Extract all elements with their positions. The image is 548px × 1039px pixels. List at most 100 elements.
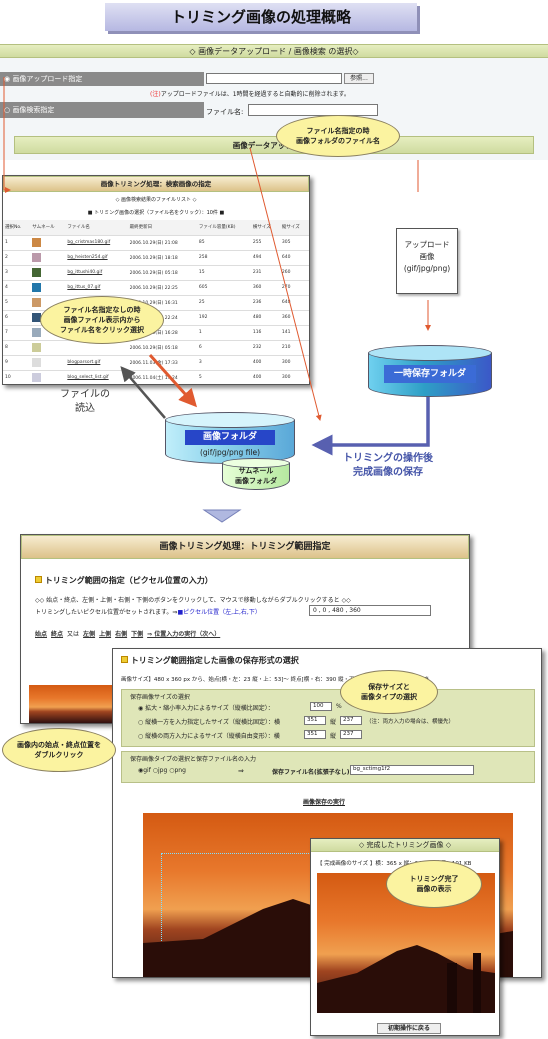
upload-option[interactable]: ◉ 画像アップロード指定 [0,72,204,86]
callout-double-click: 画像内の始点・終点位置を ダブルクリック [2,728,116,772]
cell: 360 [250,280,280,296]
callout-filename: ファイル名指定の時 画像フォルダのファイル名 [276,115,400,157]
done-panel-title: ◇ 完成したトリミング画像 ◇ [311,839,499,852]
column-header: ファイル名 [65,220,128,236]
cell: 2006.10.29(日) 05:18 [127,340,197,356]
cell: 2006.11.04(土) 17:24 [127,370,197,384]
image-folder-title: 画像フォルダ [185,430,275,445]
height-input-1[interactable]: 237 [340,716,362,725]
note-label: (注) [150,91,161,98]
browse-button[interactable]: 参照... [344,73,374,84]
type-gif[interactable]: ◉gif [138,767,151,774]
thumbnail [30,250,66,266]
search-option[interactable]: ○ 画像検索指定 [0,102,204,118]
cell: 6 [3,310,31,326]
filename-input[interactable] [248,104,378,116]
upload-option-label: 画像アップロード指定 [12,75,83,83]
file-link[interactable]: bg_ittus_07.gif [65,280,128,296]
file-link[interactable]: bg_heisten254.gif [65,250,128,266]
temp-folder-icon: 一時保存フォルダ [368,345,492,397]
upload-file-input[interactable] [206,73,342,84]
radio-icon[interactable]: ◉ [4,75,11,83]
scale-input[interactable]: 100 [310,702,332,711]
type-arrow: ⇒ [238,767,244,775]
size-option-one-side-label: 縦横一方を入力指定したサイズ（縦横比固定）：横 [145,719,280,726]
column-header: ファイル容量(KB) [196,220,251,236]
cell: 2 [3,250,31,266]
size-option-one-side[interactable]: ○ 縦横一方を入力指定したサイズ（縦横比固定）：横 [138,719,280,726]
cell: 605 [196,280,251,296]
search-panel-title: 画像トリミング処理：検索画像の指定 [3,176,309,192]
save-execute-button[interactable]: 画像保存の実行 [303,799,346,806]
callout-done: トリミング完了 画像の表示 [386,860,482,908]
bottom-button[interactable]: 下側 [131,631,144,638]
page-title: トリミング画像の処理概略 [105,3,417,31]
size-option-both-label: 縦横の両方入力によるサイズ（縦横自由変形）：横 [145,733,280,740]
save-label-line2: 完成画像の保存 [353,467,423,478]
column-header: サムネール [30,220,66,236]
cell: 255 [250,235,280,251]
cell: 9 [3,355,31,371]
end-point-button[interactable]: 終点 [51,631,64,638]
height-input-2[interactable]: 237 [340,730,362,739]
position-execute-button[interactable]: ⇒ 位置入力の実行（次へ） [147,631,221,638]
type-section-label: 保存画像タイプの選択と保存ファイル名の入力 [130,756,257,763]
right-button[interactable]: 右側 [115,631,128,638]
save-panel-title-label: トリミング範囲指定した画像の保存形式の選択 [130,656,299,665]
cell: 192 [196,310,251,326]
file-link[interactable]: blog_select_list.gif [65,370,128,384]
filename-save-label: 保存ファイル名(拡張子なし)： [272,769,356,776]
cell: 1 [3,235,31,251]
width-input-1[interactable]: 351 [304,716,326,725]
cell: 25 [196,295,251,311]
cell: 3 [3,265,31,281]
size-option-both[interactable]: ○ 縦横の両方入力によるサイズ（縦横自由変形）：横 [138,733,280,740]
type-radio-group: ◉gif ○jpg ○png [138,767,186,774]
radio-icon[interactable]: ○ [4,106,11,114]
cell: 360 [279,310,309,326]
size-option-scale[interactable]: ◉ 拡大・縮小率入力によるサイズ（縦横比固定）： [138,705,274,712]
file-link[interactable]: bg_ittushi40.gif [65,265,128,281]
cell: 480 [250,310,280,326]
top-button[interactable]: 上側 [99,631,112,638]
pixel-position-input[interactable]: 0 , 0 , 480 , 360 [309,605,431,616]
cell: 258 [196,250,251,266]
cell: 1 [196,325,251,341]
size-options-box: 保存画像サイズの選択 ◉ 拡大・縮小率入力によるサイズ（縦横比固定）： 100 … [121,689,535,747]
down-arrow [202,509,242,523]
upload-submit-button[interactable]: 画像データアップロード [14,136,534,154]
cell: 2006.10.29(日) 22:25 [127,280,197,296]
thumbnail-folder-line1: サムネール [238,467,274,475]
cell: 2006.10.29(日) 05:18 [127,265,197,281]
file-link[interactable]: blogparsort.gif [65,355,128,371]
cell: 494 [250,250,280,266]
cell: 300 [279,370,309,384]
save-filename-input[interactable]: bg_sctimg1f2 [350,765,474,775]
back-to-initial-button[interactable]: 初期操作に戻る [377,1023,441,1034]
column-header: 縦サイズ [279,220,309,236]
mountain-silhouette [317,945,495,1013]
trim-section-title: トリミング範囲の指定（ピクセル位置の入力） [35,575,213,586]
column-header: 横サイズ [250,220,280,236]
cell: 5 [196,370,251,384]
file-link[interactable]: bg_cristmas180.gif [65,235,128,251]
size-note: （注：両方入力の場合は、横優先） [366,719,455,725]
type-jpg[interactable]: ○jpg [152,767,168,774]
thumbnail [30,280,66,296]
width-input-2[interactable]: 351 [304,730,326,739]
thumbnail [30,265,66,281]
start-point-button[interactable]: 始点 [35,631,48,638]
trim-source-image[interactable] [29,685,119,723]
file-link[interactable] [65,340,128,356]
left-button[interactable]: 左側 [83,631,96,638]
height-label-1: 縦 [330,719,337,726]
cell: 85 [196,235,251,251]
done-info: 【 完成画像のサイズ 】横：365 x 縦：248 px 容量：101 KB [317,861,472,867]
callout-list: ファイル名指定なしの時 画像ファイル表示内から ファイル名をクリック選択 [40,296,164,344]
thumbnail [30,340,66,356]
save-label: トリミングの操作後 完成画像の保存 [318,452,458,480]
type-png[interactable]: ○png [169,767,186,774]
